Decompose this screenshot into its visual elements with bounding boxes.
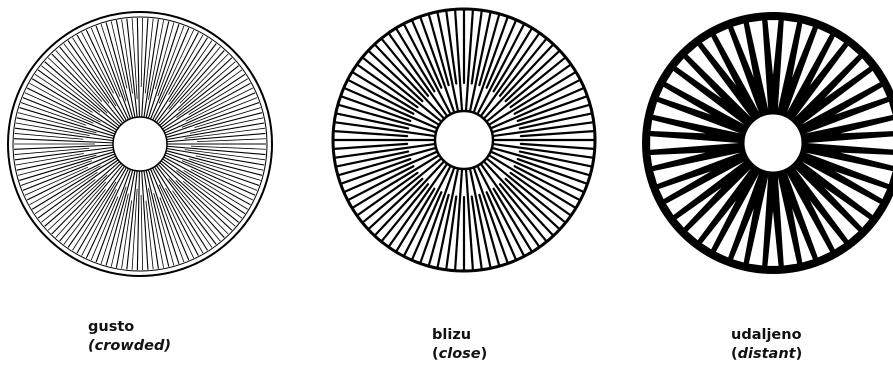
caption-term: udaljeno bbox=[731, 326, 802, 345]
caption-gloss-word: close bbox=[439, 346, 481, 362]
gill-disc-crowded bbox=[6, 8, 274, 280]
caption-gloss: (close) bbox=[432, 345, 487, 364]
stem-ring bbox=[435, 111, 493, 169]
caption-term: gusto bbox=[88, 318, 171, 337]
caption-gloss: (distant) bbox=[731, 345, 802, 364]
stem-ring bbox=[743, 113, 803, 173]
caption-gloss-word: distant bbox=[738, 346, 796, 362]
caption-gloss-word: crowded bbox=[95, 338, 165, 354]
caption-crowded: gusto (crowded) bbox=[88, 318, 171, 356]
gill-disc-distant bbox=[640, 8, 893, 278]
gill-disc-close bbox=[331, 6, 601, 278]
caption-distant: udaljeno (distant) bbox=[731, 326, 802, 364]
caption-close: blizu (close) bbox=[432, 326, 487, 364]
caption-term: blizu bbox=[432, 326, 487, 345]
stem-ring bbox=[113, 117, 167, 171]
caption-gloss: (crowded) bbox=[88, 337, 171, 356]
